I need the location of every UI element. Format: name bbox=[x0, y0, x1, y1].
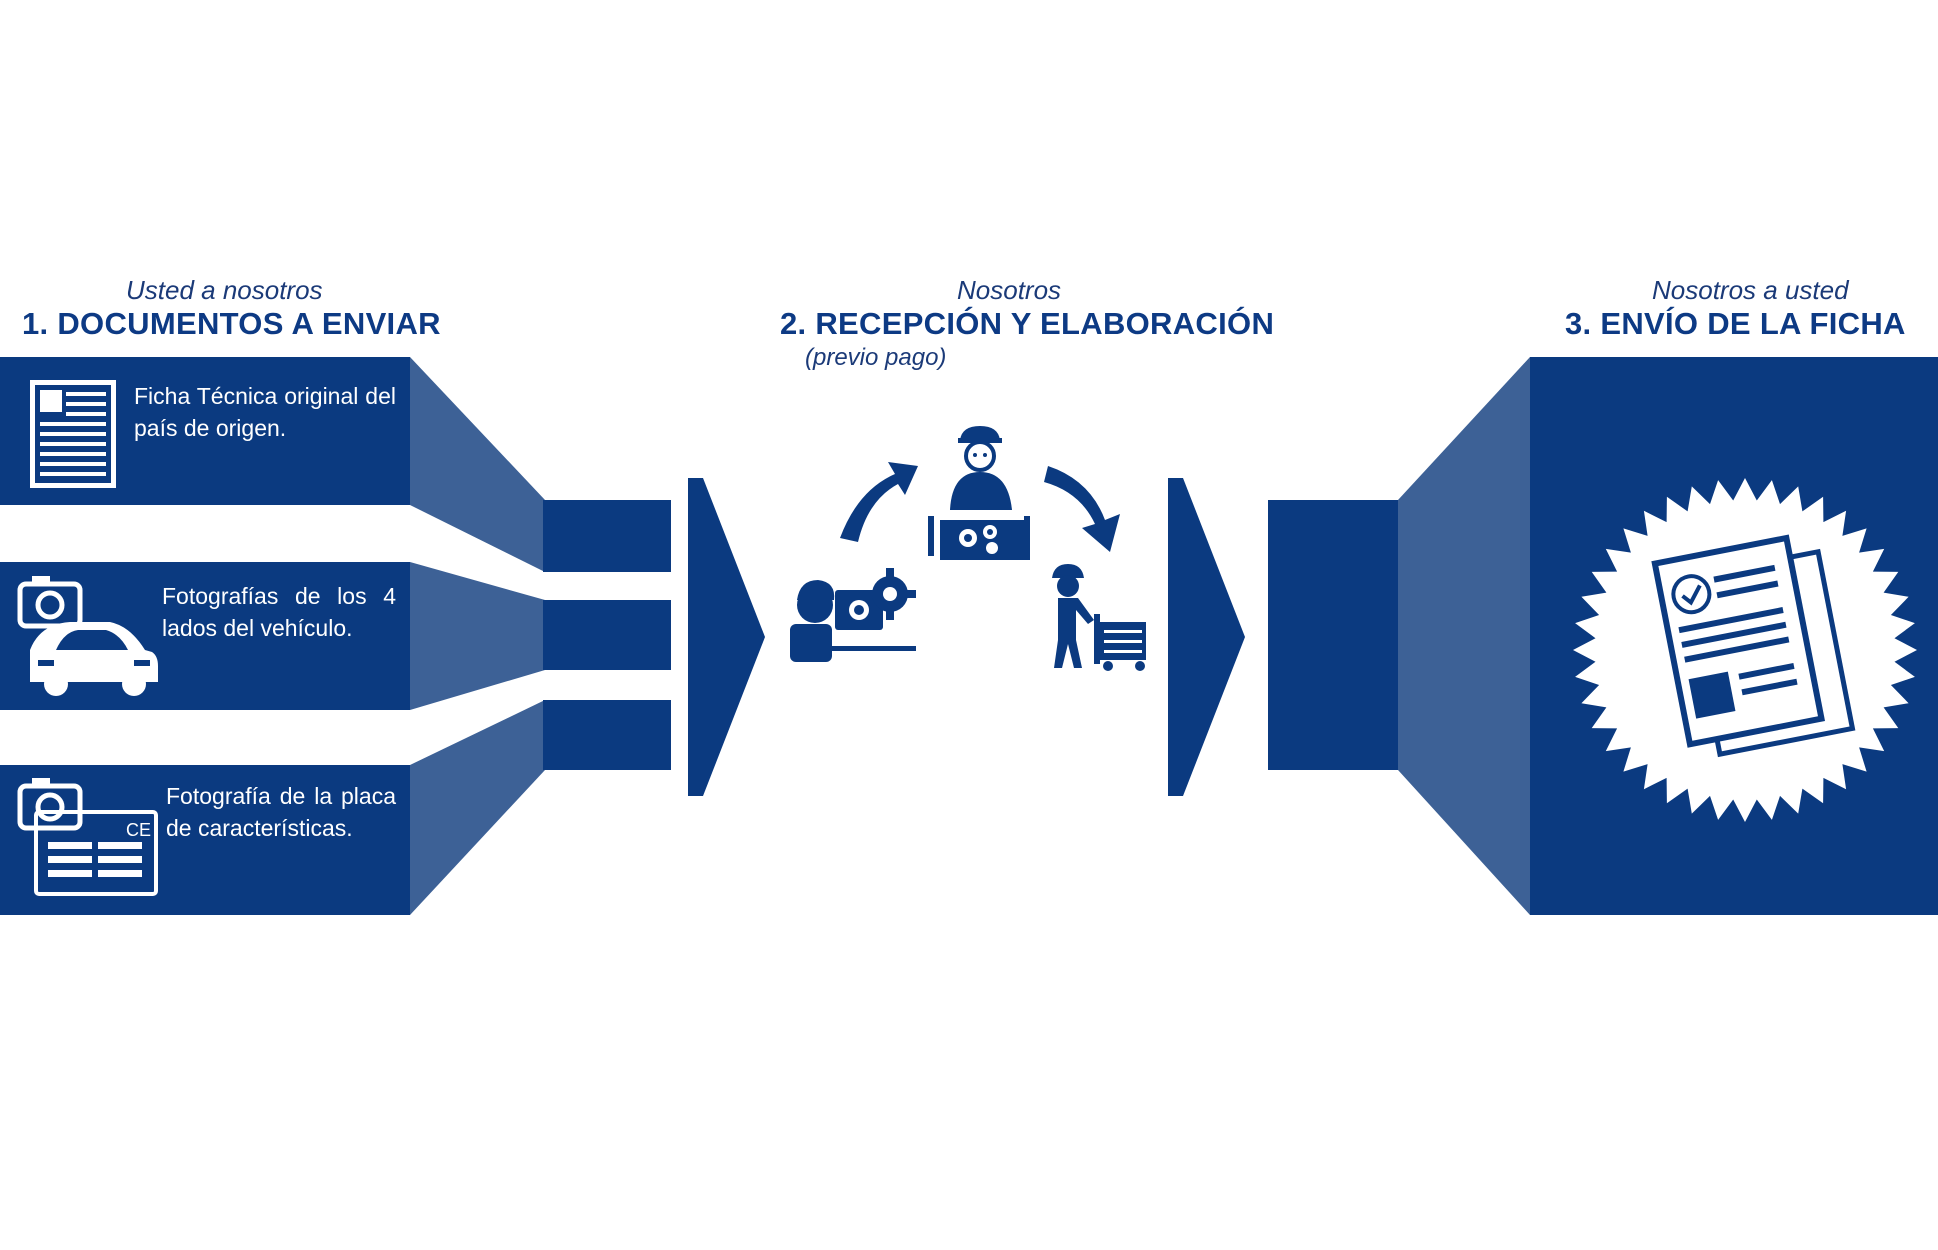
step2-title: 2. RECEPCIÓN Y ELABORACIÓN bbox=[780, 306, 1275, 341]
worker-gears-icon bbox=[928, 426, 1030, 560]
step3-funnel bbox=[1398, 357, 1530, 915]
camera-plate-icon: CE bbox=[17, 778, 158, 896]
cycle-arrow-icon bbox=[840, 462, 1120, 552]
step1-funnels bbox=[410, 357, 545, 915]
worker-cart-icon bbox=[1052, 564, 1146, 671]
step3-input-block bbox=[1268, 500, 1398, 770]
document-icon bbox=[30, 380, 116, 488]
step2-note: (previo pago) bbox=[805, 344, 947, 371]
worker-computer-icon bbox=[790, 568, 916, 662]
step1-bars bbox=[543, 500, 671, 770]
box-3-text: Fotografía de la placa de característica… bbox=[166, 783, 396, 841]
funnel-2 bbox=[410, 562, 545, 710]
svg-text:CE: CE bbox=[126, 820, 151, 840]
box-2-text: Fotografías de los 4 lados del vehículo. bbox=[162, 583, 396, 641]
certificate-seal-icon bbox=[1573, 478, 1917, 822]
step1-subtitle: Usted a nosotros bbox=[126, 275, 323, 305]
step1-title: 1. DOCUMENTOS A ENVIAR bbox=[22, 306, 441, 341]
step3-subtitle: Nosotros a usted bbox=[1652, 275, 1849, 305]
box-1-text: Ficha Técnica original del país de orige… bbox=[134, 383, 396, 441]
bar-1 bbox=[543, 500, 671, 572]
bar-2 bbox=[543, 600, 671, 670]
box-3 bbox=[0, 765, 410, 915]
arrow-step2-to-step3 bbox=[1168, 478, 1245, 796]
step2-subtitle: Nosotros bbox=[957, 275, 1062, 305]
camera-car-icon bbox=[17, 576, 158, 696]
arrow-step1-to-step2 bbox=[688, 478, 765, 796]
funnel-3 bbox=[410, 700, 545, 915]
step3-title: 3. ENVÍO DE LA FICHA bbox=[1565, 306, 1906, 341]
bar-3 bbox=[543, 700, 671, 770]
funnel-1 bbox=[410, 357, 545, 572]
